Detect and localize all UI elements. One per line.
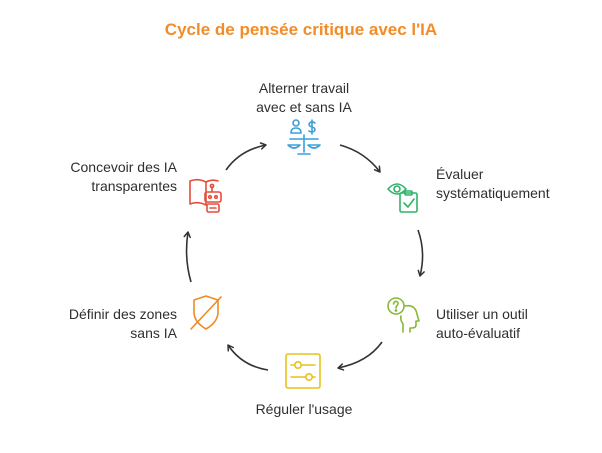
node-concevoir-line2: transparentes [91, 178, 177, 194]
node-concevoir-label: Concevoir des IA transparentes [20, 158, 177, 196]
node-alterner-line1: Alterner travail [258, 80, 350, 96]
node-evaluer-line1: Évaluer [436, 166, 484, 182]
node-definir-line1: Définir des zones [68, 306, 177, 322]
eye-clipboard-check-icon [387, 183, 418, 213]
node-definir-line2: sans IA [130, 325, 177, 341]
node-alterner-label: Alterner travail avec et sans IA [234, 79, 374, 117]
node-utiliser-line2: auto-évaluatif [436, 325, 521, 341]
node-concevoir-line1: Concevoir des IA [70, 159, 177, 175]
arrow-reguler-to-definir [227, 344, 269, 371]
diagram-title: Cycle de pensée critique avec l'IA [164, 20, 438, 39]
node-utiliser-line1: Utiliser un outil [436, 306, 528, 322]
node-utiliser-label: Utiliser un outil auto-évaluatif [436, 305, 586, 343]
arrow-concevoir-to-alterner [225, 142, 267, 171]
node-reguler-line1: Réguler l'usage [255, 401, 353, 417]
head-question-icon [387, 297, 420, 333]
arrow-utiliser-to-reguler [337, 341, 383, 371]
shield-off-icon [190, 295, 222, 330]
node-reguler-label: Réguler l'usage [234, 400, 374, 419]
node-evaluer-line2: systématiquement [436, 185, 550, 201]
robot-book-icon [189, 178, 222, 213]
sliders-icon [285, 353, 321, 389]
arrow-definir-to-concevoir [183, 231, 192, 283]
balance-scale-person-dollar-icon [287, 119, 321, 155]
arrow-alterner-to-evaluer [339, 144, 381, 173]
node-evaluer-label: Évaluer systématiquement [436, 165, 586, 203]
node-alterner-line2: avec et sans IA [256, 99, 352, 115]
arrow-evaluer-to-utiliser [417, 229, 425, 277]
node-definir-label: Définir des zones sans IA [20, 305, 177, 343]
